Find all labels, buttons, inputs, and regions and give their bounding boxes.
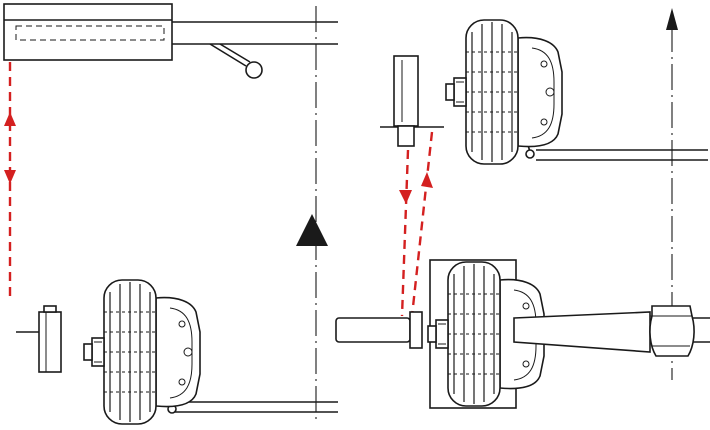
axis-arrow-icon	[666, 8, 678, 30]
axle-beam	[513, 311, 651, 353]
differential-housing	[649, 305, 695, 357]
measuring-gauge-icon	[393, 55, 419, 127]
measurement-arrow-up-icon	[421, 172, 433, 188]
measuring-bar-body	[3, 3, 173, 61]
measurement-arrow-down-icon	[4, 170, 16, 184]
bottom-right-view	[335, 259, 710, 409]
measurement-lines-right	[399, 131, 434, 317]
bottom-left-view	[15, 279, 338, 425]
top-right-view	[380, 19, 708, 165]
measuring-gauge-icon	[15, 305, 62, 373]
measuring-probe-icon	[335, 317, 411, 343]
measuring-bar-slot	[15, 25, 165, 41]
measurement-arrow-down-icon	[399, 190, 412, 204]
wheel-icon	[83, 279, 201, 425]
wheel-icon	[445, 19, 563, 165]
direction-arrow-icon	[296, 214, 328, 246]
pivot-ball-icon	[245, 61, 263, 79]
measurement-arrow-up-icon	[4, 112, 16, 126]
top-left-view	[3, 3, 338, 296]
